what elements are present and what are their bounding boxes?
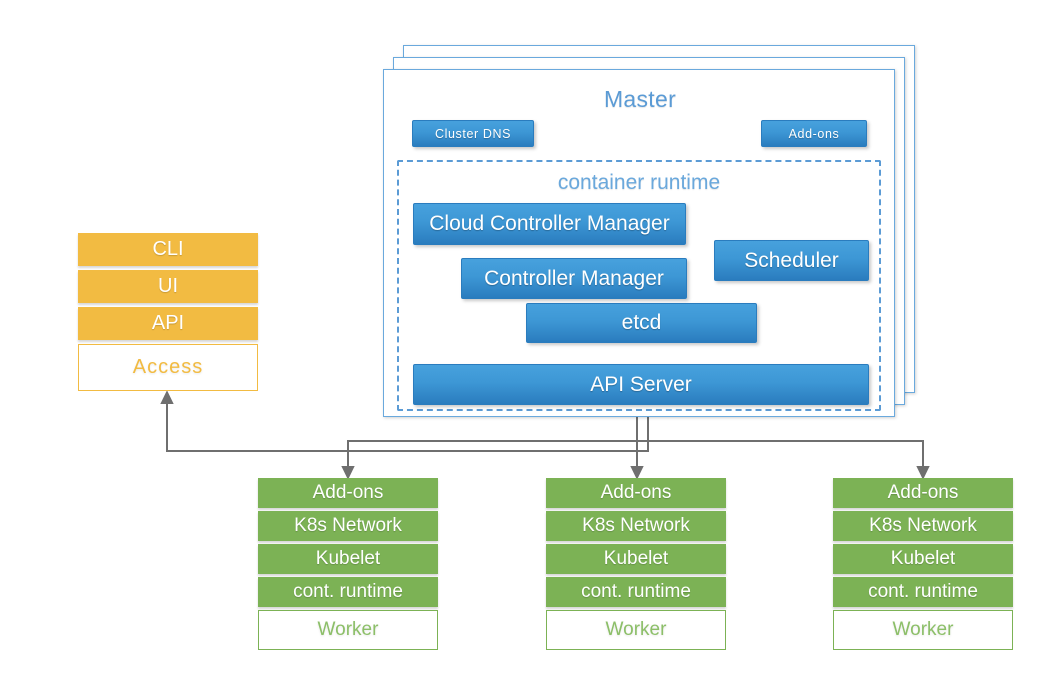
worker-node-3: Add-ons K8s Network Kubelet cont. runtim…	[833, 478, 1013, 650]
worker-3-bar-kubelet[interactable]: Kubelet	[833, 544, 1013, 574]
worker-2-bar-addons[interactable]: Add-ons	[546, 478, 726, 508]
master-title: Master	[603, 86, 677, 112]
cluster-dns-box[interactable]: Cluster DNS	[412, 120, 534, 147]
worker-2-footer-label: Worker	[605, 619, 667, 640]
worker-1-bar-cont-runtime-label: cont. runtime	[293, 581, 403, 602]
worker-3-bar-cont-runtime[interactable]: cont. runtime	[833, 577, 1013, 607]
worker-1-bar-k8s-network-label: K8s Network	[294, 515, 402, 536]
worker-node-2: Add-ons K8s Network Kubelet cont. runtim…	[546, 478, 726, 650]
scheduler-box[interactable]: Scheduler	[714, 240, 869, 281]
worker-2-bar-k8s-network-label: K8s Network	[582, 515, 690, 536]
container-runtime-region: container runtime	[397, 160, 881, 411]
etcd-box[interactable]: etcd	[526, 303, 757, 343]
access-bar-ui-label: UI	[158, 275, 178, 297]
access-bar-api-label: API	[151, 312, 185, 334]
worker-2-bar-cont-runtime-label: cont. runtime	[581, 581, 691, 602]
worker-3-footer-label: Worker	[892, 619, 954, 640]
cloud-controller-manager-box[interactable]: Cloud Controller Manager	[413, 203, 686, 245]
controller-manager-box[interactable]: Controller Manager	[461, 258, 687, 299]
worker-3-bar-kubelet-label: Kubelet	[890, 548, 956, 569]
api-server-box[interactable]: API Server	[413, 364, 869, 405]
access-panel: CLI UI API Access	[78, 233, 258, 393]
access-bar-cli-label: CLI	[152, 238, 184, 260]
container-runtime-title: container runtime	[557, 171, 721, 194]
access-panel-footer-label: Access	[132, 356, 204, 378]
access-bar-api[interactable]: API	[78, 307, 258, 340]
worker-2-bar-cont-runtime[interactable]: cont. runtime	[546, 577, 726, 607]
worker-3-bar-k8s-network-label: K8s Network	[869, 515, 977, 536]
scheduler-label: Scheduler	[744, 248, 839, 272]
etcd-label: etcd	[621, 311, 662, 334]
worker-2-bar-k8s-network[interactable]: K8s Network	[546, 511, 726, 541]
worker-1-bar-addons[interactable]: Add-ons	[258, 478, 438, 508]
worker-1-bar-cont-runtime[interactable]: cont. runtime	[258, 577, 438, 607]
master-addons-label: Add-ons	[788, 126, 840, 141]
cluster-dns-label: Cluster DNS	[434, 126, 512, 141]
worker-3-bar-addons-label: Add-ons	[887, 482, 959, 503]
access-bar-cli[interactable]: CLI	[78, 233, 258, 266]
worker-1-bar-addons-label: Add-ons	[312, 482, 384, 503]
worker-1-footer-label: Worker	[317, 619, 379, 640]
worker-3-bar-addons[interactable]: Add-ons	[833, 478, 1013, 508]
worker-1-bar-k8s-network[interactable]: K8s Network	[258, 511, 438, 541]
worker-1-bar-kubelet[interactable]: Kubelet	[258, 544, 438, 574]
worker-1-footer: Worker	[258, 610, 438, 650]
cloud-controller-manager-label: Cloud Controller Manager	[429, 212, 670, 235]
worker-2-bar-kubelet[interactable]: Kubelet	[546, 544, 726, 574]
worker-node-1: Add-ons K8s Network Kubelet cont. runtim…	[258, 478, 438, 650]
worker-2-footer: Worker	[546, 610, 726, 650]
access-bar-ui[interactable]: UI	[78, 270, 258, 303]
worker-2-bar-addons-label: Add-ons	[600, 482, 672, 503]
api-server-label: API Server	[590, 372, 692, 396]
worker-3-footer: Worker	[833, 610, 1013, 650]
worker-3-bar-cont-runtime-label: cont. runtime	[868, 581, 978, 602]
access-panel-footer: Access	[78, 344, 258, 391]
master-addons-box[interactable]: Add-ons	[761, 120, 867, 147]
worker-3-bar-k8s-network[interactable]: K8s Network	[833, 511, 1013, 541]
worker-2-bar-kubelet-label: Kubelet	[603, 548, 669, 569]
controller-manager-label: Controller Manager	[484, 266, 664, 290]
worker-1-bar-kubelet-label: Kubelet	[315, 548, 381, 569]
